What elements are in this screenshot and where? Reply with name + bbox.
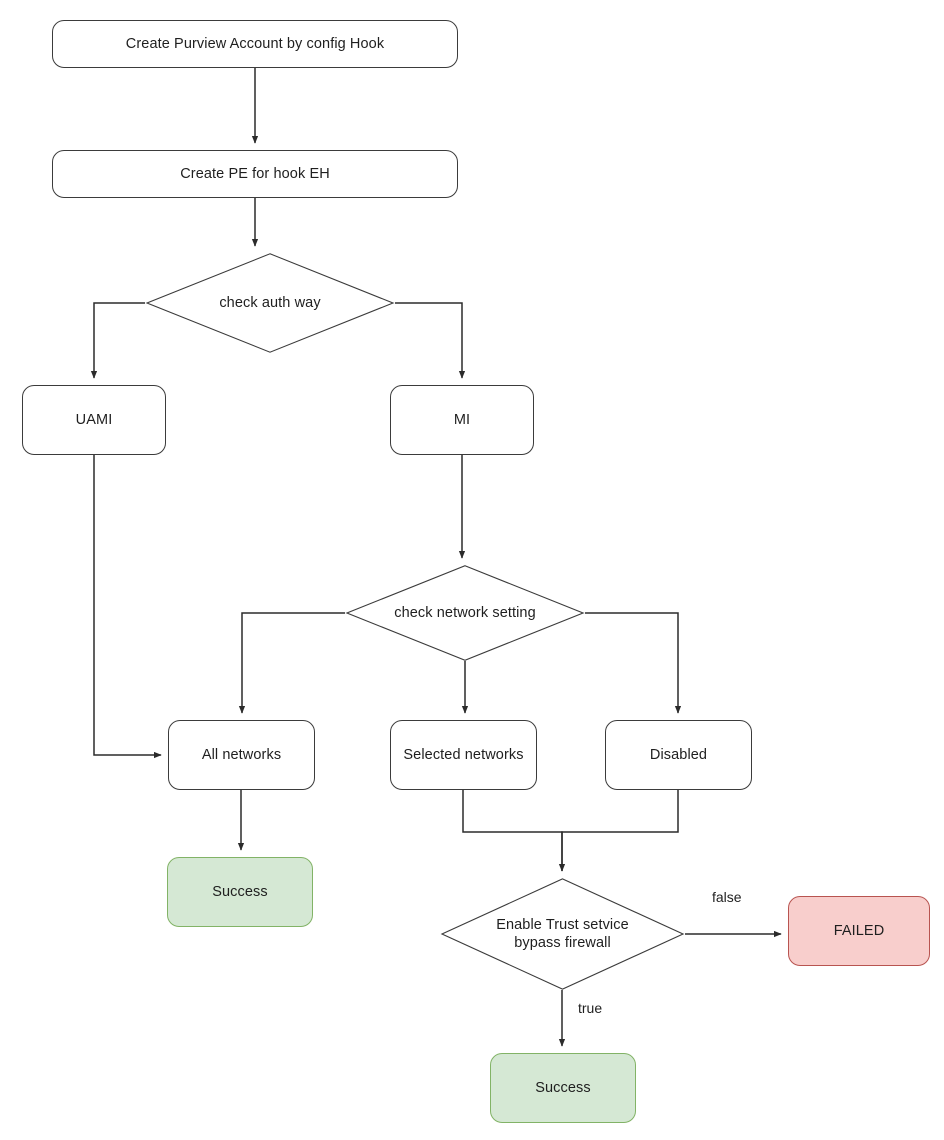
diamond-shape-icon (145, 253, 395, 353)
node-uami[interactable]: UAMI (22, 385, 166, 455)
node-check-network-setting[interactable]: check network setting (345, 565, 585, 661)
node-success-bottom-label: Success (535, 1079, 591, 1096)
node-enable-trust-service[interactable]: Enable Trust setvice bypass firewall (440, 878, 685, 990)
node-enable-trust-service-line2: bypass firewall (514, 935, 611, 951)
node-failed[interactable]: FAILED (788, 896, 930, 966)
node-success-bottom[interactable]: Success (490, 1053, 636, 1123)
node-check-network-setting-label: check network setting (394, 604, 536, 621)
edge-check_network-to-disabled (585, 612, 682, 714)
edge-check_network-to-all_networks (238, 612, 345, 714)
node-start-label: Create Purview Account by config Hook (125, 35, 385, 52)
node-failed-label: FAILED (833, 922, 885, 939)
edge-label-false: false (712, 889, 742, 905)
node-selected-networks[interactable]: Selected networks (390, 720, 537, 790)
node-disabled-label: Disabled (649, 746, 708, 763)
node-uami-label: UAMI (75, 411, 113, 428)
diamond-shape-icon (440, 878, 685, 990)
node-success-left-label: Success (212, 883, 268, 900)
edge-disabled-to-trust_service (561, 790, 679, 871)
node-enable-trust-service-label: Enable Trust setvice bypass firewall (490, 916, 635, 952)
diamond-shape-icon (345, 565, 585, 661)
edge-check_auth-to-mi (395, 302, 466, 379)
node-check-auth-way[interactable]: check auth way (145, 253, 395, 353)
node-start[interactable]: Create Purview Account by config Hook (52, 20, 458, 68)
edge-selected_networks-to-trust_service (462, 790, 566, 872)
node-mi-label: MI (453, 411, 471, 428)
node-create-pe-label: Create PE for hook EH (180, 165, 330, 182)
node-success-left[interactable]: Success (167, 857, 313, 927)
edge-label-true: true (578, 1000, 603, 1016)
node-all-networks[interactable]: All networks (168, 720, 315, 790)
node-disabled[interactable]: Disabled (605, 720, 752, 790)
node-check-auth-way-label: check auth way (219, 294, 321, 311)
node-enable-trust-service-line1: Enable Trust setvice (496, 916, 629, 933)
edge-check_auth-to-uami (90, 302, 145, 379)
node-create-pe[interactable]: Create PE for hook EH (52, 150, 458, 198)
node-all-networks-label: All networks (201, 746, 282, 763)
node-selected-networks-label: Selected networks (403, 746, 524, 763)
edge-uami-to-all_networks (93, 455, 162, 759)
node-mi[interactable]: MI (390, 385, 534, 455)
